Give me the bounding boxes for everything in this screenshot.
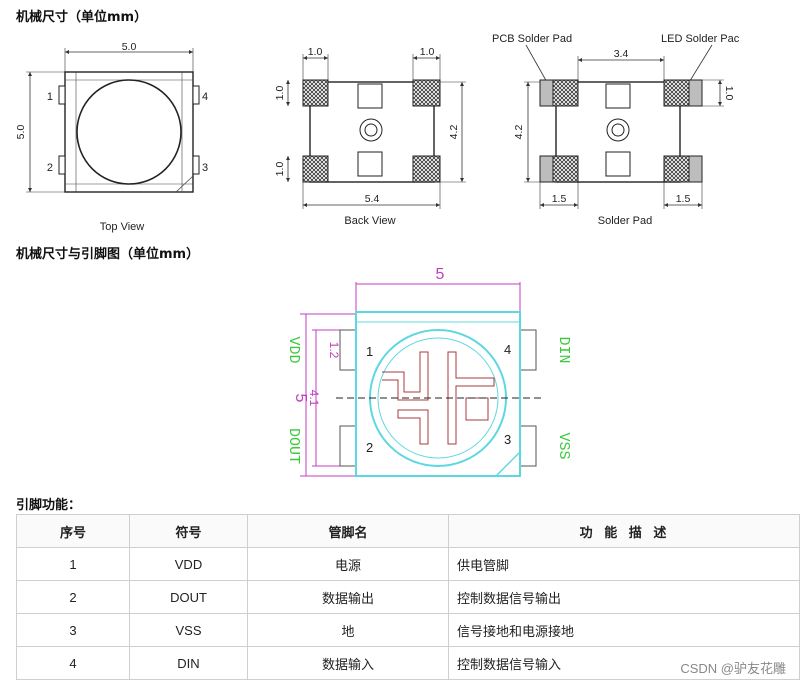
pin-diagram-label-vss: VSS bbox=[555, 432, 572, 459]
watermark: CSDN @驴友花雕 bbox=[680, 661, 786, 676]
table-cell: VSS bbox=[129, 613, 248, 647]
table-cell: 电源 bbox=[247, 547, 449, 581]
solder-pad-dim-left: 1.5 bbox=[552, 193, 567, 205]
table-cell: 4 bbox=[16, 646, 130, 680]
solder-pad-dim-height: 4.2 bbox=[513, 125, 525, 140]
table-cell: DOUT bbox=[129, 580, 248, 614]
solder-pad-dim-gap: 3.4 bbox=[614, 48, 629, 60]
top-view-pin-4: 4 bbox=[202, 91, 208, 103]
top-view-pin-2: 2 bbox=[47, 162, 53, 174]
back-view-dim-pad-top: 1.0 bbox=[274, 86, 286, 101]
mech-pin-heading: 机械尺寸与引脚图（单位mm） bbox=[16, 247, 200, 262]
top-view-pin-1: 1 bbox=[47, 91, 53, 103]
table-cell: 供电管脚 bbox=[448, 547, 800, 581]
table-row: 4 DIN 数据输入 控制数据信号输入 bbox=[16, 646, 800, 680]
table-header-cell: 序号 bbox=[16, 514, 130, 548]
pin-diagram-label-din: DIN bbox=[555, 336, 572, 363]
table-cell: 1 bbox=[16, 547, 130, 581]
pcb-solder-pad-label: PCB Solder Pad bbox=[492, 33, 572, 45]
pin-diagram-pin-3: 3 bbox=[504, 432, 511, 447]
table-header-cell: 管脚名 bbox=[247, 514, 449, 548]
table-cell: 数据输入 bbox=[247, 646, 449, 680]
table-cell: 地 bbox=[247, 613, 449, 647]
table-row: 1 VDD 电源 供电管脚 bbox=[16, 547, 800, 581]
table-header-cell: 符号 bbox=[129, 514, 248, 548]
table-row: 3 VSS 地 信号接地和电源接地 bbox=[16, 613, 800, 647]
back-view-dim-height: 4.2 bbox=[448, 125, 460, 140]
table-header-cell: 功 能 描 述 bbox=[448, 514, 800, 548]
pin-diagram: 5 5 4.1 1.2 1 2 3 4 VDD DOUT DIN VSS bbox=[285, 266, 572, 477]
solder-pad-dim-right: 1.5 bbox=[676, 193, 691, 205]
pin-diagram-pin-1: 1 bbox=[366, 344, 373, 359]
pin-diagram-pin-2: 2 bbox=[366, 440, 373, 455]
table-cell: 3 bbox=[16, 613, 130, 647]
led-solder-pad-label: LED Solder Pac bbox=[661, 33, 740, 45]
pin-diagram-dim-left: 5 bbox=[292, 394, 309, 403]
pin-diagram-dim-12: 1.2 bbox=[327, 342, 341, 359]
pin-diagram-label-dout: DOUT bbox=[285, 428, 302, 464]
top-view-caption: Top View bbox=[100, 221, 144, 233]
back-view-diagram: 1.0 1.0 1.0 1.0 4.2 5.4 Back View bbox=[274, 46, 466, 227]
table-header-row: 序号 符号 管脚名 功 能 描 述 bbox=[16, 514, 800, 548]
back-view-dim-width: 5.4 bbox=[365, 193, 380, 205]
table-row: 2 DOUT 数据输出 控制数据信号输出 bbox=[16, 580, 800, 614]
back-view-dim-pad-bottom: 1.0 bbox=[274, 162, 286, 177]
solder-pad-diagram: PCB Solder Pad LED Solder Pac 3.4 4.2 1.… bbox=[492, 33, 740, 227]
table-cell: 2 bbox=[16, 580, 130, 614]
pin-function-table: 序号 符号 管脚名 功 能 描 述 1 VDD 电源 供电管脚 2 DOUT 数… bbox=[16, 514, 800, 680]
solder-pad-caption: Solder Pad bbox=[598, 215, 652, 227]
table-cell: 数据输出 bbox=[247, 580, 449, 614]
back-view-dim-pad-left: 1.0 bbox=[308, 46, 323, 58]
table-cell: VDD bbox=[129, 547, 248, 581]
back-view-dim-pad-right: 1.0 bbox=[420, 46, 435, 58]
pin-diagram-dim-top: 5 bbox=[436, 266, 445, 283]
pin-diagram-pin-4: 4 bbox=[504, 342, 511, 357]
table-cell: 控制数据信号输入 bbox=[448, 646, 800, 680]
table-cell: 控制数据信号输出 bbox=[448, 580, 800, 614]
mech-heading: 机械尺寸（单位mm） bbox=[16, 10, 148, 25]
top-view-diagram: 5.0 5.0 1 2 3 4 Top View bbox=[15, 41, 208, 233]
solder-pad-dim-pad: 1.0 bbox=[723, 86, 735, 101]
pin-diagram-label-vdd: VDD bbox=[285, 336, 302, 363]
top-view-dim-width: 5.0 bbox=[122, 41, 137, 53]
table-cell: 信号接地和电源接地 bbox=[448, 613, 800, 647]
mechanical-drawings: 5.0 5.0 1 2 3 4 Top View 1.0 1.0 1.0 bbox=[15, 33, 740, 477]
pin-diagram-dim-41: 4.1 bbox=[307, 390, 321, 407]
pin-function-heading: 引脚功能： bbox=[16, 498, 82, 513]
top-view-dim-height: 5.0 bbox=[15, 125, 27, 140]
top-view-pin-3: 3 bbox=[202, 162, 208, 174]
table-cell: DIN bbox=[129, 646, 248, 680]
back-view-caption: Back View bbox=[344, 215, 395, 227]
